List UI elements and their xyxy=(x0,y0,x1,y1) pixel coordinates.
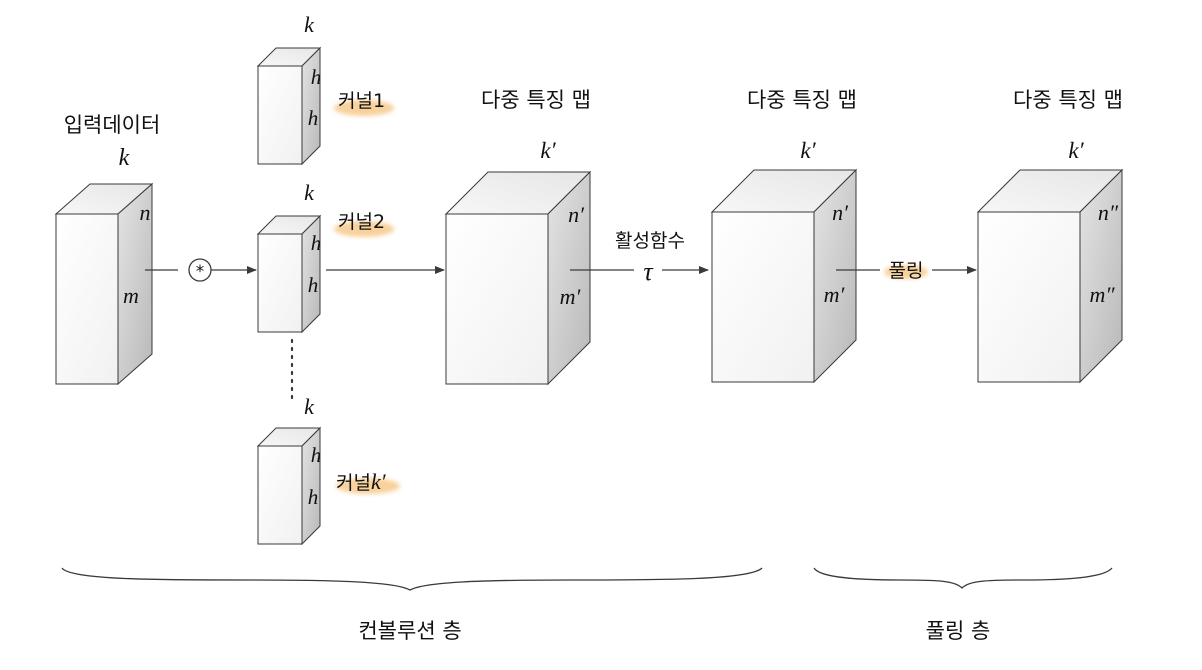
kernel-2-cube xyxy=(256,214,322,334)
feature-map-3-width: n″ xyxy=(1098,200,1119,225)
input-width-label: n xyxy=(140,200,151,225)
feature-map-2-width: n′ xyxy=(832,200,849,225)
highlight-mark xyxy=(884,265,928,279)
input-depth-label: k xyxy=(119,145,130,171)
activation-symbol: τ xyxy=(643,257,654,286)
feature-map-1-title: 다중 특징 맵 xyxy=(481,88,591,112)
kernel-k-prime-depth: k xyxy=(304,394,315,419)
feature-map-3-depth: k′ xyxy=(1068,138,1084,163)
convolution-operator: * xyxy=(188,258,212,282)
feature-map-2-height: m′ xyxy=(824,282,846,307)
feature-map-3-cube xyxy=(976,168,1124,384)
kernel-1-depth: k xyxy=(304,12,315,37)
feature-map-3-title: 다중 특징 맵 xyxy=(1013,88,1123,112)
kernel-1-cube xyxy=(256,46,322,166)
feature-map-1-width: n′ xyxy=(568,202,585,227)
kernel-2-height: h xyxy=(308,273,319,297)
kernel-2-depth: k xyxy=(304,180,315,205)
feature-map-1-cube xyxy=(444,170,592,386)
feature-map-2-cube xyxy=(710,168,858,384)
input-height-label: m xyxy=(123,283,139,308)
input-cube xyxy=(54,182,154,386)
kernel-k-prime-label: 커널k′ xyxy=(336,469,387,494)
feature-map-1-depth: k′ xyxy=(540,138,556,163)
pooling-layer-brace xyxy=(813,567,1113,589)
input-title: 입력데이터 xyxy=(64,113,161,137)
convolution-symbol: * xyxy=(196,262,205,282)
feature-map-3-height: m″ xyxy=(1089,282,1115,307)
highlight-mark xyxy=(334,100,394,116)
pooling-label: 풀링 xyxy=(889,260,924,282)
kernel-2-label: 커널2 xyxy=(338,211,385,233)
kernel-k-prime-width: h xyxy=(311,443,322,467)
convolution-layer-label: 컨볼루션 층 xyxy=(358,619,461,643)
highlight-mark xyxy=(334,221,394,237)
feature-map-1-height: m′ xyxy=(560,284,582,309)
convolution-layer-brace xyxy=(61,567,763,591)
pooling-layer-label: 풀링 층 xyxy=(926,619,991,643)
kernel-k-prime-label-var: k′ xyxy=(371,469,387,494)
feature-map-2-depth: k′ xyxy=(800,138,816,163)
kernel-k-prime-height: h xyxy=(308,485,319,509)
activation-label: 활성함수 xyxy=(615,230,685,252)
kernel-1-width: h xyxy=(311,65,322,89)
kernel-1-label: 커널1 xyxy=(338,90,385,112)
highlight-mark xyxy=(336,478,400,494)
kernel-1-height: h xyxy=(308,106,319,130)
kernel-k-prime-cube xyxy=(256,426,322,546)
kernel-k-prime-label-prefix: 커널 xyxy=(336,472,371,494)
kernel-2-width: h xyxy=(311,231,322,255)
feature-map-2-title: 다중 특징 맵 xyxy=(747,88,857,112)
